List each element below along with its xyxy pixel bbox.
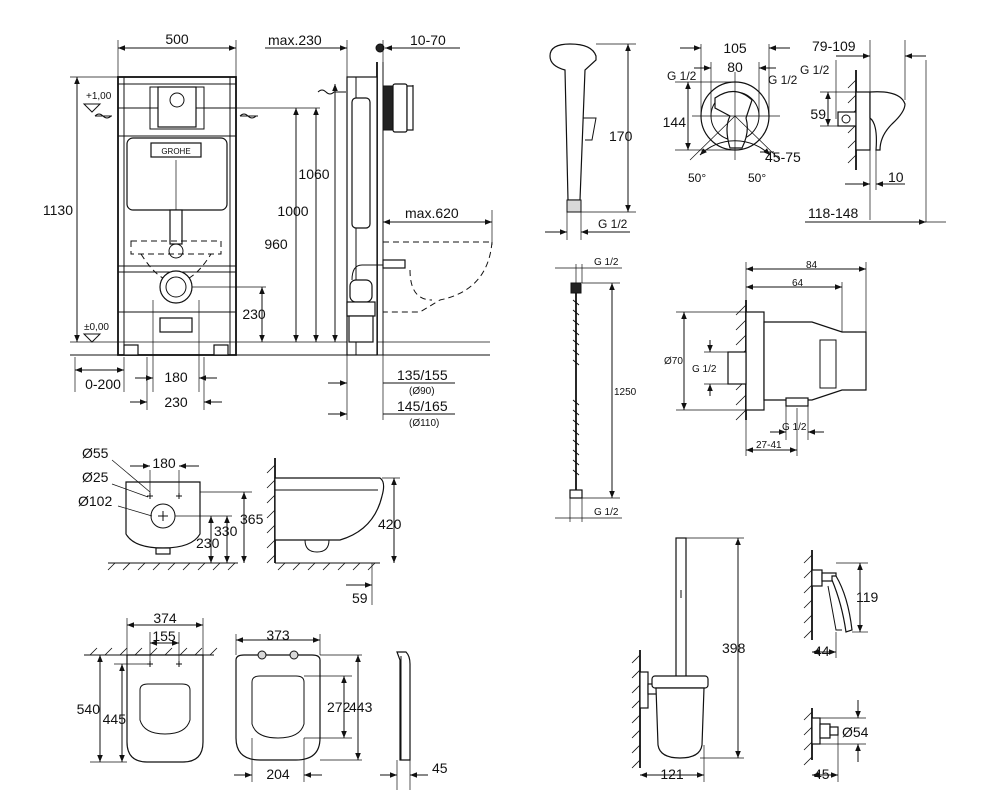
robe-hook-drawing: Ø54 45 — [803, 700, 869, 782]
dim-105: 105 — [723, 40, 747, 56]
dim-373: 373 — [266, 627, 290, 643]
toilet-bowl-back-view: 180 Ø55 Ø25 Ø102 365 330 230 — [78, 445, 264, 571]
dim-o102: Ø102 — [78, 493, 112, 509]
installation-frame-side-view: max.230 10-70 max.620 135/155 (Ø90) 145/… — [265, 32, 493, 429]
dim-shower-thread: G 1/2 — [598, 217, 628, 231]
dim-mixer-thread-right: G 1/2 — [768, 73, 798, 87]
level-plus-100: +1,00 — [86, 91, 112, 102]
dim-10: 10 — [888, 169, 904, 185]
dim-365: 365 — [240, 511, 264, 527]
dim-mixer-side-thread: G 1/2 — [800, 63, 830, 77]
hand-shower-drawing: 170 G 1/2 — [545, 43, 636, 240]
dim-o25: Ø25 — [82, 469, 109, 485]
wall-elbow-drawing: 84 64 Ø70 G 1/2 G 1/2 27-41 — [664, 260, 867, 456]
dim-hose-thread-top: G 1/2 — [594, 257, 619, 268]
mixer-front-view: 50° 50° 105 80 G 1/2 G 1/2 144 45-75 — [663, 40, 801, 185]
dim-540: 540 — [77, 701, 101, 717]
toilet-seat-top-view: 373 272 443 204 — [234, 627, 373, 782]
dim-o55: Ø55 — [82, 445, 109, 461]
dim-45-75: 45-75 — [765, 149, 801, 165]
dim-1130: 1130 — [43, 202, 73, 218]
dim-155: 155 — [152, 628, 176, 644]
dim-1000: 1000 — [277, 203, 308, 219]
paper-holder-drawing: 119 44 — [803, 550, 879, 659]
dim-180-bolt: 180 — [164, 369, 188, 385]
toilet-brush-drawing: 398 121 — [631, 537, 746, 782]
dim-230-width: 230 — [164, 394, 188, 410]
dim-hose-thread-bottom: G 1/2 — [594, 507, 619, 518]
dim-1060: 1060 — [298, 166, 329, 182]
dim-118-148: 118-148 — [808, 205, 859, 221]
dim-o70: Ø70 — [664, 356, 683, 367]
dim-204: 204 — [266, 766, 290, 782]
dim-330: 330 — [214, 523, 238, 539]
dim-elbow-outlet-thread: G 1/2 — [782, 422, 807, 433]
dim-bowl-180: 180 — [152, 455, 176, 471]
dim-o90: (Ø90) — [409, 386, 435, 397]
dim-420: 420 — [378, 516, 402, 532]
dim-374: 374 — [153, 610, 177, 626]
dim-45-seat: 45 — [432, 760, 448, 776]
dim-elbow-thread: G 1/2 — [692, 364, 717, 375]
dim-145-165: 145/165 — [397, 398, 448, 414]
dim-500: 500 — [165, 31, 189, 47]
level-zero: ±0,00 — [84, 322, 109, 333]
toilet-bowl-side-view: 420 59 — [266, 458, 402, 606]
dim-0-200: 0-200 — [85, 376, 121, 392]
dim-bowl-230: 230 — [196, 535, 220, 551]
dim-44: 44 — [814, 643, 830, 659]
installation-frame-front-view: GROHE +1,00 ±0,00 500 1130 960 — [43, 31, 490, 410]
dim-170: 170 — [609, 128, 633, 144]
shower-hose-drawing: G 1/2 1250 G 1/2 — [555, 257, 637, 522]
mixer-side-view: 79-109 G 1/2 59 10 118-148 — [800, 38, 946, 225]
dim-272: 272 — [327, 699, 351, 715]
grohe-logo: GROHE — [161, 147, 190, 156]
dim-45-hook: 45 — [814, 766, 830, 782]
dim-10-70: 10-70 — [410, 32, 446, 48]
dim-230-height: 230 — [242, 306, 266, 322]
dim-59-bowl: 59 — [352, 590, 368, 606]
dim-119: 119 — [856, 589, 879, 605]
dim-mixer-thread-left: G 1/2 — [667, 69, 697, 83]
dim-79-109: 79-109 — [812, 38, 856, 54]
dim-27-41: 27-41 — [756, 440, 782, 451]
dim-445: 445 — [103, 711, 127, 727]
dim-398: 398 — [722, 640, 746, 656]
dim-64: 64 — [792, 278, 804, 289]
dim-121: 121 — [660, 766, 684, 782]
dim-1250: 1250 — [614, 387, 637, 398]
dim-o54: Ø54 — [842, 724, 869, 740]
dim-443: 443 — [349, 699, 373, 715]
dim-960: 960 — [264, 236, 288, 252]
angle-50-left: 50° — [688, 171, 706, 185]
dim-max-620: max.620 — [405, 205, 459, 221]
angle-50-right: 50° — [748, 171, 766, 185]
toilet-seat-side-view: 45 — [380, 651, 448, 790]
toilet-bowl-top-view: 374 155 540 445 — [77, 610, 218, 763]
dim-80: 80 — [727, 59, 743, 75]
dim-59-mixer: 59 — [810, 106, 826, 122]
dim-max-230: max.230 — [268, 32, 322, 48]
dim-144: 144 — [663, 114, 687, 130]
dim-o110: (Ø110) — [409, 418, 439, 429]
dim-135-155: 135/155 — [397, 367, 448, 383]
dim-84: 84 — [806, 260, 818, 271]
